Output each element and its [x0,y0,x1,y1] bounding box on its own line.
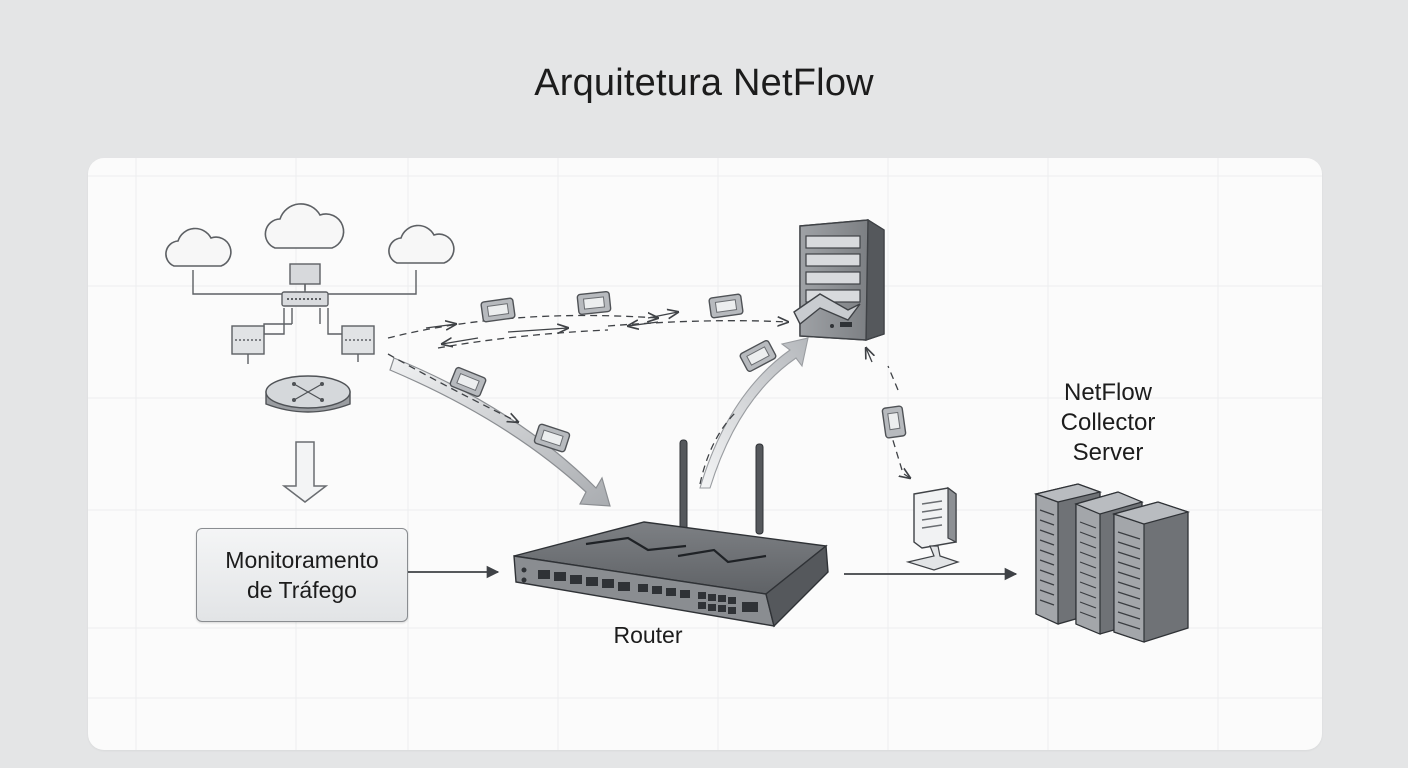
tower-server-icon [793,218,885,341]
server-rack-icon [1033,483,1191,643]
router-to-server-flow-arrow [699,337,809,489]
collector-label-line1: NetFlow [1063,379,1153,406]
flow-arrow [442,338,479,344]
monitoring-label-line1: Monitoramento [225,547,379,573]
collector-label-line2: Collector [1060,409,1156,436]
workstation-monitor-icon [905,486,960,571]
desktop-computer-icon [341,325,375,362]
desktop-computer-icon [231,325,265,364]
monitoring-label: Monitoramento de Tráfego [225,545,378,605]
antenna-icon [679,439,764,535]
cloud-icon [264,203,345,249]
page-title: Arquitetura NetFlow [534,62,874,104]
flow-arrow [425,324,456,328]
desktop-computer-icon [289,263,321,290]
flow-packet-icon [533,423,571,453]
flow-arrow [628,322,659,326]
flow-arrow [507,328,568,332]
flow-arrow [904,474,910,478]
down-arrow-icon [281,441,329,503]
flow-packet-icon [881,405,907,439]
flow-arrow [866,348,872,363]
flow-packet-icon [480,297,516,323]
netflow-diagram [88,158,1322,750]
router-label: Router [613,622,683,648]
flow-packet-icon [708,293,744,319]
monitoring-label-line2: de Tráfego [247,577,357,603]
diagram-panel: Monitoramento de Tráfego Router NetFlow … [88,158,1322,750]
cloud-icon [388,224,455,264]
network-switch-icon [281,291,329,307]
hub-icon [265,375,351,413]
flow-arrow [647,312,678,318]
collector-label: NetFlow Collector Server [1028,378,1188,468]
monitoring-node: Monitoramento de Tráfego [196,528,408,622]
flow-packet-icon [576,290,612,316]
flow-packet-icon [449,366,487,398]
flow-packet-icon [739,340,777,372]
lan-to-router-flow-arrow [389,357,611,507]
cloud-icon [165,227,232,267]
router-icon [513,439,829,628]
collector-label-line3: Server [1072,439,1144,466]
